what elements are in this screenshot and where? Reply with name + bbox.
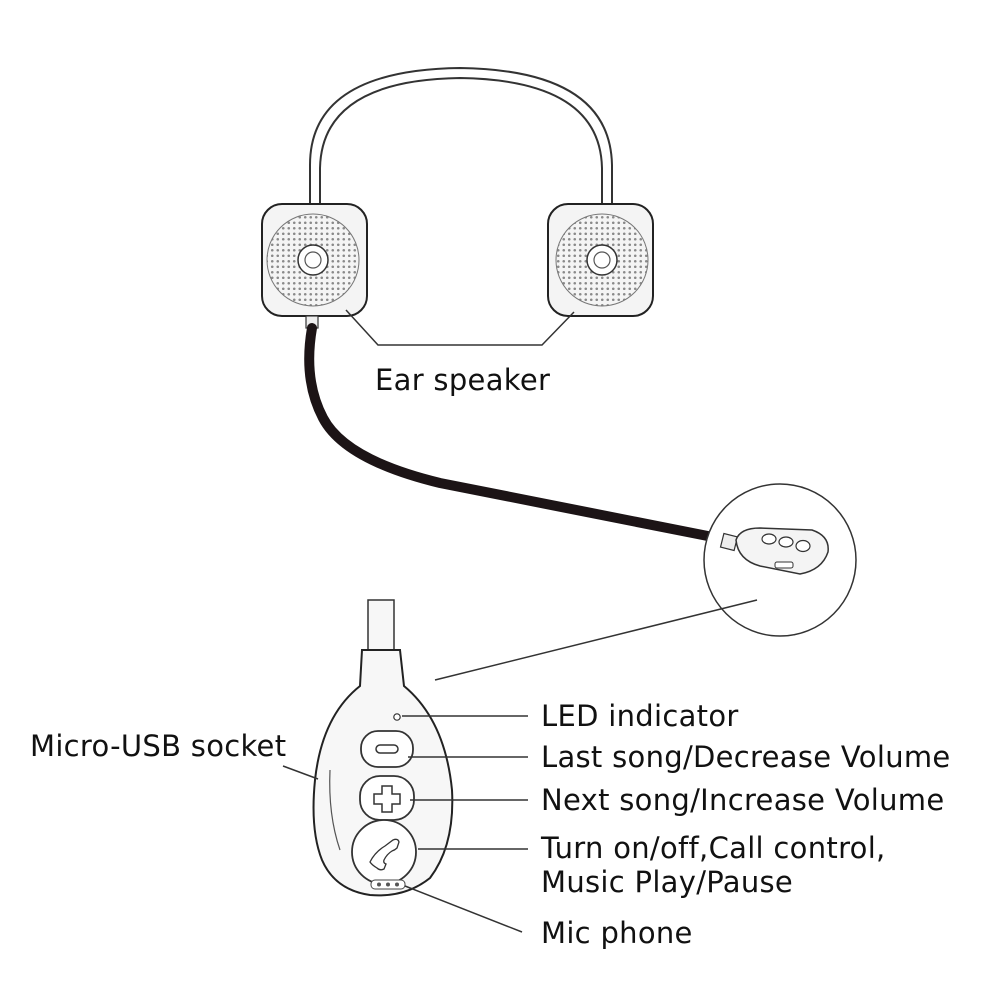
led-dot	[393, 713, 401, 721]
mic-phone-label: Mic phone	[541, 916, 693, 950]
turn-on-label-line2: Music Play/Pause	[541, 865, 794, 899]
micro-usb-label: Micro-USB socket	[30, 729, 287, 763]
large-remote	[312, 599, 454, 897]
usb-callout-line	[282, 765, 319, 780]
minus-button	[360, 730, 414, 768]
last-song-label: Last song/Decrease Volume	[541, 740, 951, 774]
mic-holes	[370, 879, 406, 890]
cable	[304, 323, 733, 545]
led-indicator-label: LED indicator	[541, 699, 739, 733]
ear-speaker-bracket	[345, 309, 575, 346]
plus-button	[359, 775, 415, 821]
callout-lines	[282, 715, 528, 933]
zoom-pointer-line	[434, 599, 758, 681]
small-remote	[719, 527, 829, 575]
turn-on-label-line1: Turn on/off,Call control,	[541, 831, 886, 865]
right-ear-speaker	[547, 203, 654, 317]
headband	[309, 66, 613, 205]
ear-speaker-label: Ear speaker	[375, 363, 551, 397]
mic-callout-line	[404, 885, 523, 933]
left-ear-speaker	[261, 203, 368, 329]
next-song-label: Next song/Increase Volume	[541, 783, 945, 817]
phone-button	[351, 819, 417, 885]
